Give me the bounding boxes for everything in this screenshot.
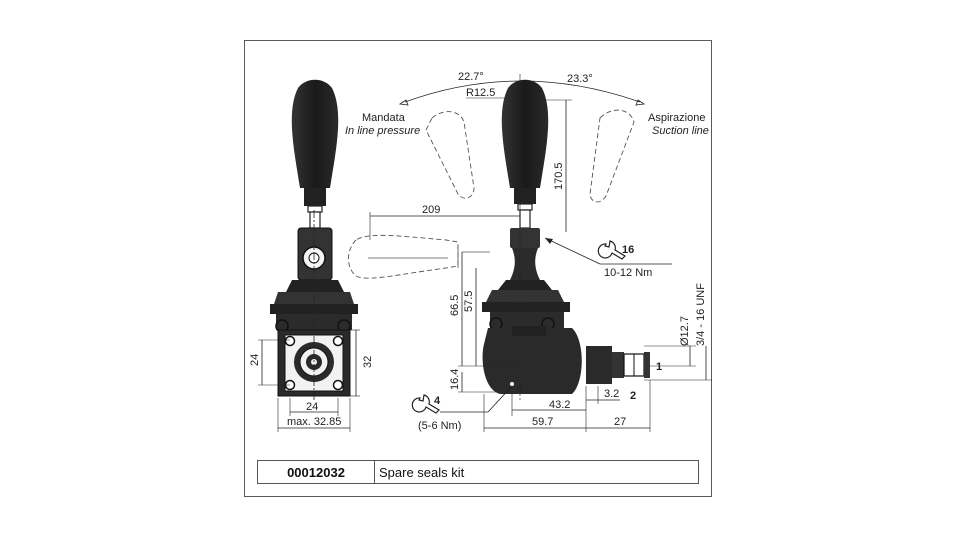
dim-27: 27 <box>614 416 626 428</box>
spare-kit-table: 00012032 Spare seals kit <box>257 460 699 484</box>
dim-57-5: 57.5 <box>463 291 475 312</box>
dim-thread: 3/4 - 16 UNF <box>695 283 707 346</box>
front-boot <box>286 280 344 292</box>
dim-66-5: 66.5 <box>449 295 461 316</box>
front-knob <box>291 79 339 188</box>
angle-right: 23.3° <box>567 73 593 85</box>
front-dim-32: 32 <box>362 356 374 368</box>
wrench-icon-top <box>597 240 626 260</box>
kit-description: Spare seals kit <box>379 464 465 480</box>
dim-16-4: 16.4 <box>449 369 461 390</box>
front-dim-24-side: 24 <box>249 354 261 366</box>
port-2: 2 <box>630 390 636 402</box>
dim-170-5: 170.5 <box>553 162 565 190</box>
torque-bottom: (5-6 Nm) <box>418 420 461 432</box>
wrench-icon-bottom <box>411 394 440 414</box>
dim-43-2: 43.2 <box>549 399 570 411</box>
ghost-handle-horizontal <box>348 234 459 279</box>
side-body <box>482 328 582 394</box>
ghost-handle-left <box>425 111 475 199</box>
label-aspirazione: Aspirazione <box>648 112 705 124</box>
side-nut <box>510 228 540 248</box>
port-1: 1 <box>656 361 662 373</box>
drawing-frame <box>244 40 712 497</box>
side-fitting <box>586 346 612 384</box>
torque-top: 10-12 Nm <box>604 267 652 279</box>
front-dim-24-bottom: 24 <box>306 401 318 413</box>
angle-left: 22.7° <box>458 71 484 83</box>
wrench-size-top: 16 <box>622 244 634 256</box>
radius-label: R12.5 <box>466 87 495 99</box>
dim-diameter: Ø12.7 <box>679 316 691 346</box>
ghost-handle-right <box>589 109 635 203</box>
side-view: 22.7° 23.3° R12.5 Mandata In line pressu… <box>345 71 712 432</box>
dim-209: 209 <box>422 204 440 216</box>
dim-59-7: 59.7 <box>532 416 553 428</box>
front-dim-max: max. 32.85 <box>287 416 341 428</box>
dim-3-2: 3.2 <box>604 388 619 400</box>
label-mandata: Mandata <box>362 112 406 124</box>
front-view: 24 32 24 max. 32.85 <box>249 79 374 432</box>
front-knob-neck <box>304 188 326 206</box>
side-knob <box>501 79 549 188</box>
label-in-line-pressure: In line pressure <box>345 125 420 137</box>
label-suction-line: Suction line <box>652 125 709 137</box>
kit-code: 00012032 <box>258 461 375 483</box>
wrench-size-bottom: 4 <box>434 395 441 407</box>
